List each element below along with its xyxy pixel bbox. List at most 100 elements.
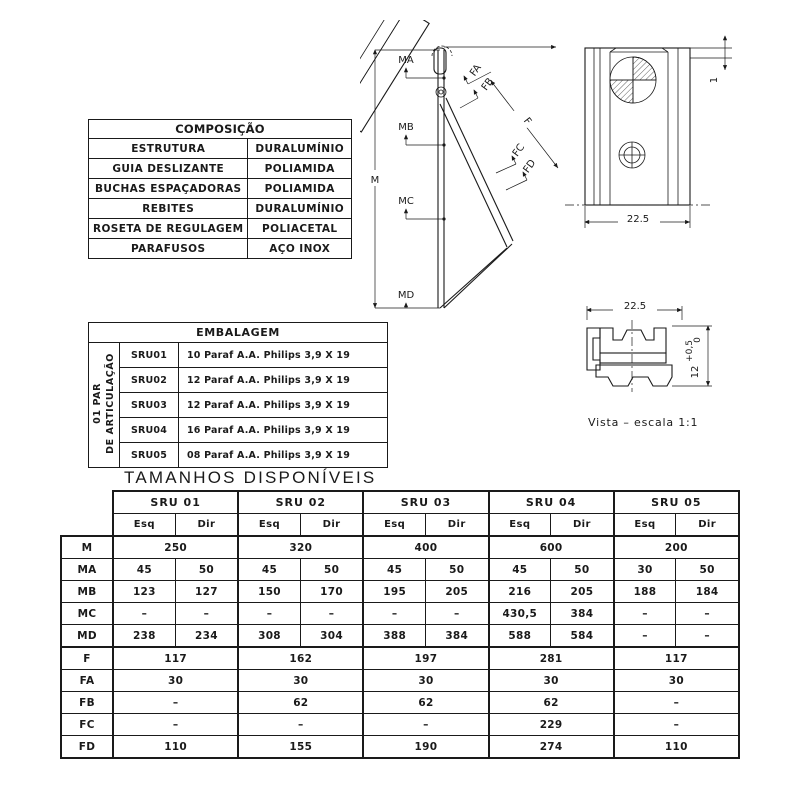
- embalagem-title: EMBALAGEM: [88, 322, 388, 343]
- sizes-cell: 45: [362, 558, 426, 581]
- sizes-cell: 62: [237, 691, 364, 714]
- dim-label-M: M: [371, 175, 380, 186]
- dim-label-FA: FA: [468, 62, 484, 78]
- sizes-table-title: TAMANHOS DISPONÍVEIS: [124, 468, 377, 487]
- table-row: SRU05 08 Paraf A.A. Philips 3,9 X 19: [89, 442, 388, 468]
- sizes-cell: 281: [487, 646, 615, 670]
- dim-tolerance-upper: +0,5: [685, 340, 695, 362]
- section-view: 22.5 12 +0,5 0 Vista – esca: [586, 298, 712, 429]
- embalagem-desc: 12 Paraf A.A. Philips 3,9 X 19: [178, 392, 388, 418]
- sizes-cell: 188: [612, 580, 677, 603]
- sizes-row-label: M: [59, 535, 114, 559]
- sizes-cell: 200: [612, 535, 741, 559]
- sizes-cell: 50: [424, 558, 490, 581]
- table-row: SRU04 16 Paraf A.A. Philips 3,9 X 19: [89, 417, 388, 443]
- table-row: PARAFUSOS AÇO INOX: [87, 238, 352, 259]
- sizes-cell: 229: [487, 713, 615, 736]
- sizes-cell: 250: [112, 535, 239, 559]
- sizes-cell: 234: [174, 624, 239, 648]
- embalagem-code: SRU01: [119, 342, 179, 368]
- composicao-item: ESTRUTURA: [87, 138, 249, 159]
- dim-label-MD: MD: [398, 290, 415, 301]
- table-row: FD 110 155 190 274 110: [59, 735, 741, 759]
- side-view: M MA MB MC MD F: [360, 20, 559, 309]
- sizes-cell: –: [675, 624, 741, 648]
- table-row: BUCHAS ESPAÇADORAS POLIAMIDA: [87, 178, 352, 199]
- table-row: EMBALAGEM: [88, 322, 388, 343]
- sizes-cell: –: [362, 713, 490, 736]
- embalagem-desc: 08 Paraf A.A. Philips 3,9 X 19: [178, 442, 388, 468]
- table-row: SRU 01 SRU 02 SRU 03 SRU 04 SRU 05: [61, 490, 741, 514]
- sizes-cell: 30: [612, 558, 677, 581]
- sizes-row-label: FD: [59, 735, 114, 759]
- sizes-cell: 45: [112, 558, 176, 581]
- sizes-cell: 400: [362, 535, 490, 559]
- sizes-sub-header: Dir: [550, 513, 615, 537]
- table-row: Esq Dir Esq Dir Esq Dir Esq Dir Esq Dir: [61, 513, 741, 537]
- dim-label-FC: FC: [511, 142, 527, 159]
- dim-label-FB: FB: [480, 76, 496, 93]
- sizes-cell: 205: [424, 580, 490, 603]
- table-row: ROSETA DE REGULAGEM POLIACETAL: [87, 218, 352, 239]
- embalagem-desc: 16 Paraf A.A. Philips 3,9 X 19: [178, 417, 388, 443]
- sizes-cell: –: [612, 602, 677, 625]
- sizes-cell: 320: [237, 535, 364, 559]
- sizes-cell: 162: [237, 646, 364, 670]
- sizes-group-header: SRU 02: [237, 490, 364, 514]
- sizes-cell: –: [612, 713, 741, 736]
- sizes-cell: –: [612, 624, 677, 648]
- sizes-sub-header: Dir: [675, 513, 741, 537]
- sizes-sub-header: Esq: [362, 513, 426, 537]
- sizes-cell: 62: [487, 691, 615, 714]
- dim-label-MA: MA: [398, 55, 414, 66]
- sizes-row-label: MA: [59, 558, 114, 581]
- table-row: SRU02 12 Paraf A.A. Philips 3,9 X 19: [89, 367, 388, 393]
- front-view: 1: [565, 35, 732, 228]
- sizes-table-wrapper: SRU 01 SRU 02 SRU 03 SRU 04 SRU 05 Esq D…: [59, 490, 741, 759]
- dim-value-front-width: 22.5: [627, 214, 649, 225]
- sizes-cell: 308: [237, 624, 301, 648]
- sizes-sub-header: Dir: [299, 513, 364, 537]
- composicao-item: PARAFUSOS: [87, 238, 249, 259]
- sizes-sub-header: Esq: [237, 513, 301, 537]
- composicao-material: DURALUMÍNIO: [247, 198, 352, 219]
- sizes-cell: 584: [550, 624, 615, 648]
- sizes-cell: 205: [550, 580, 615, 603]
- composicao-table-wrapper: COMPOSIÇÃO ESTRUTURA DURALUMÍNIO GUIA DE…: [87, 119, 352, 259]
- composicao-material: DURALUMÍNIO: [247, 138, 352, 159]
- composicao-item: BUCHAS ESPAÇADORAS: [87, 178, 249, 199]
- sizes-cell: 123: [112, 580, 176, 603]
- sizes-cell: –: [612, 691, 741, 714]
- sizes-table: SRU 01 SRU 02 SRU 03 SRU 04 SRU 05 Esq D…: [59, 490, 741, 759]
- sizes-cell: –: [237, 602, 301, 625]
- sizes-cell: 197: [362, 646, 490, 670]
- sizes-cell: 170: [299, 580, 364, 603]
- sizes-cell: 50: [550, 558, 615, 581]
- sizes-cell: 45: [487, 558, 552, 581]
- table-row: MB 123 127 150 170 195 205 216 205 188 1…: [59, 580, 741, 603]
- sizes-cell: 155: [237, 735, 364, 759]
- technical-drawing: M MA MB MC MD F: [360, 20, 800, 450]
- sizes-cell: 430,5: [487, 602, 552, 625]
- sizes-cell: 190: [362, 735, 490, 759]
- composicao-title: COMPOSIÇÃO: [88, 119, 352, 139]
- side-label-line-2: DE ARTICULAÇÃO: [105, 352, 116, 454]
- sizes-sub-header: Dir: [174, 513, 239, 537]
- table-row: MD 238 234 308 304 388 384 588 584 – –: [59, 624, 741, 648]
- sizes-cell: 62: [362, 691, 490, 714]
- embalagem-code: SRU03: [119, 392, 179, 418]
- sizes-cell: 150: [237, 580, 301, 603]
- table-row: FC – – – 229 –: [59, 713, 741, 736]
- table-row: REBITES DURALUMÍNIO: [87, 198, 352, 219]
- sizes-cell: 304: [299, 624, 364, 648]
- composicao-table: COMPOSIÇÃO ESTRUTURA DURALUMÍNIO GUIA DE…: [87, 119, 352, 259]
- composicao-item: REBITES: [87, 198, 249, 219]
- adjust-knob-icon: [609, 56, 657, 104]
- sizes-cell: 30: [612, 669, 741, 692]
- sizes-cell: 195: [362, 580, 426, 603]
